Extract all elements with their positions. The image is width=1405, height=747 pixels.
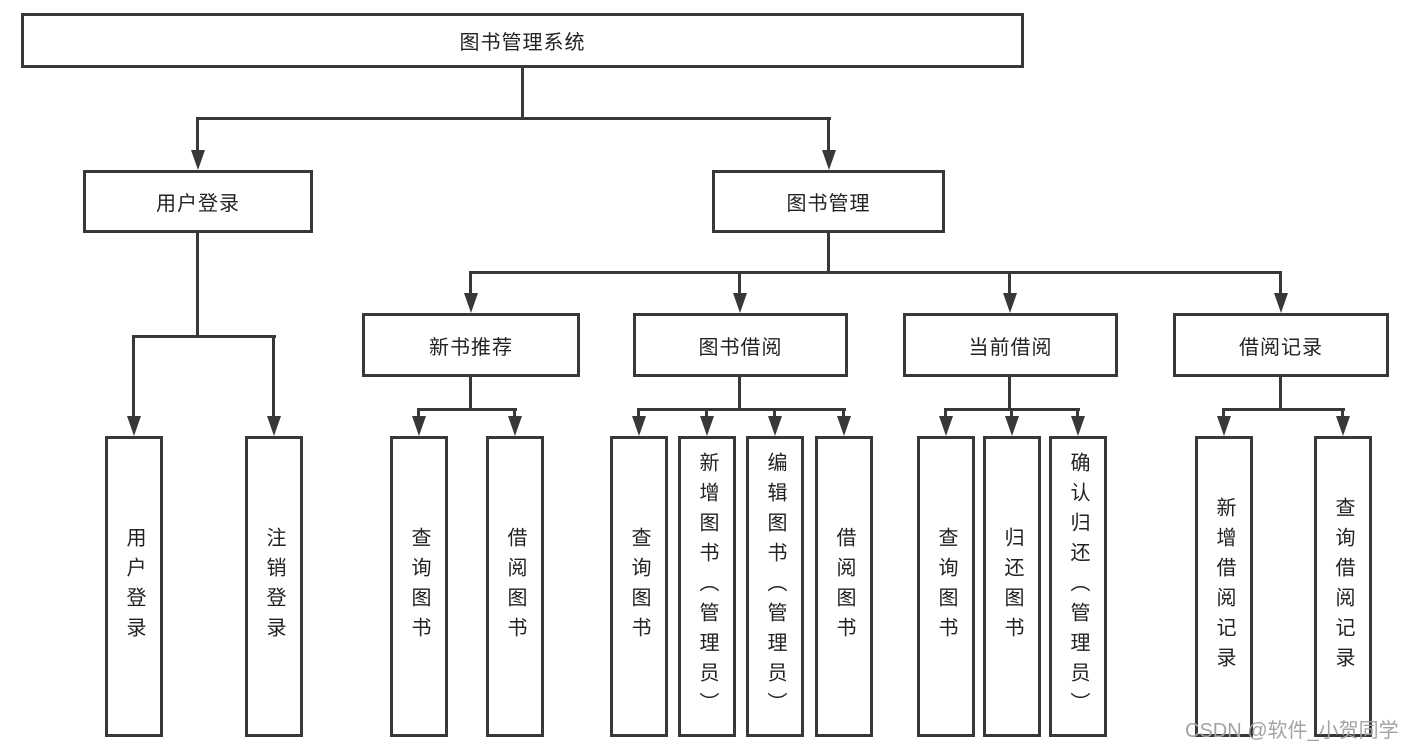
connector-line-v	[469, 377, 472, 410]
connector-line-v	[1279, 271, 1282, 296]
node-label: 借阅图书	[504, 526, 526, 647]
node-logout: 注销登录	[245, 436, 303, 737]
connector-line-v	[1222, 408, 1225, 418]
node-label: 当前借阅	[968, 336, 1053, 359]
connector-line-h	[637, 408, 846, 411]
connector-line-v	[417, 408, 420, 418]
node-query-books-borrow: 查询图书	[610, 436, 668, 737]
node-label: 用户登录	[123, 526, 145, 647]
node-label: 查询图书	[628, 526, 650, 647]
arrow-down-icon	[1274, 293, 1288, 313]
connector-line-h	[132, 335, 276, 338]
node-label: 查询图书	[408, 526, 430, 647]
connector-line-v	[132, 335, 135, 418]
connector-line-h	[417, 408, 517, 411]
node-new-book-recommendation: 新书推荐	[362, 313, 580, 377]
node-add-book-admin: 新增图书（管理员）	[678, 436, 736, 737]
node-label: 归还图书	[1001, 526, 1023, 647]
node-current-borrowing: 当前借阅	[903, 313, 1118, 377]
connector-line-v	[773, 408, 776, 418]
arrow-down-icon	[191, 150, 205, 170]
node-return-books: 归还图书	[983, 436, 1041, 737]
node-borrow-books-rec: 借阅图书	[486, 436, 544, 737]
arrow-down-icon	[508, 416, 522, 436]
node-label: 用户登录	[156, 193, 240, 215]
arrow-down-icon	[837, 416, 851, 436]
arrow-down-icon	[1003, 293, 1017, 313]
arrow-down-icon	[1071, 416, 1085, 436]
connector-line-v	[469, 271, 472, 296]
node-label: 编辑图书（管理员）	[764, 451, 786, 722]
node-label: 图书管理系统	[459, 32, 586, 54]
node-library-management-system: 图书管理系统	[21, 13, 1024, 68]
node-borrowing-records: 借阅记录	[1173, 313, 1389, 377]
watermark: CSDN @软件_小贺同学	[1185, 720, 1399, 742]
connector-line-v	[272, 335, 275, 418]
node-query-books-current: 查询图书	[917, 436, 975, 737]
connector-line-v	[196, 117, 199, 153]
arrow-down-icon	[412, 416, 426, 436]
node-edit-book-admin: 编辑图书（管理员）	[746, 436, 804, 737]
connector-line-v	[1279, 377, 1282, 410]
node-label: 图书借阅	[698, 336, 783, 359]
arrow-down-icon	[632, 416, 646, 436]
connector-line-v	[944, 408, 947, 418]
arrow-down-icon	[267, 416, 281, 436]
node-label: 注销登录	[263, 526, 285, 647]
node-label: 新书推荐	[429, 336, 513, 359]
node-borrow-books: 借阅图书	[815, 436, 873, 737]
connector-line-h	[469, 271, 1282, 274]
connector-line-h	[196, 117, 831, 120]
connector-line-v	[1010, 408, 1013, 418]
node-confirm-return-admin: 确认归还（管理员）	[1049, 436, 1107, 737]
connector-line-v	[1008, 271, 1011, 296]
connector-line-v	[1076, 408, 1079, 418]
arrow-down-icon	[822, 150, 836, 170]
arrow-down-icon	[768, 416, 782, 436]
node-label: 新增借阅记录	[1213, 496, 1235, 677]
node-label: 图书管理	[786, 193, 871, 215]
connector-line-v	[738, 377, 741, 410]
connector-line-v	[705, 408, 708, 418]
connector-line-v	[1341, 408, 1344, 418]
arrow-down-icon	[464, 293, 478, 313]
connector-line-v	[637, 408, 640, 418]
node-label: 新增图书（管理员）	[696, 451, 718, 722]
connector-line-v	[521, 68, 524, 120]
arrow-down-icon	[127, 416, 141, 436]
node-user-login-leaf: 用户登录	[105, 436, 163, 737]
node-book-management: 图书管理	[712, 170, 945, 233]
node-label: 借阅记录	[1239, 336, 1323, 359]
arrow-down-icon	[1005, 416, 1019, 436]
connector-line-v	[513, 408, 516, 418]
connector-line-v	[842, 408, 845, 418]
arrow-down-icon	[733, 293, 747, 313]
connector-line-h	[1222, 408, 1345, 411]
node-label: 查询图书	[935, 526, 957, 647]
connector-line-v	[827, 117, 830, 153]
node-book-borrowing: 图书借阅	[633, 313, 848, 377]
node-label: 确认归还（管理员）	[1067, 451, 1089, 722]
node-query-books-rec: 查询图书	[390, 436, 448, 737]
node-label: 借阅图书	[833, 526, 855, 647]
arrow-down-icon	[700, 416, 714, 436]
node-user-login: 用户登录	[83, 170, 313, 233]
node-label: 查询借阅记录	[1332, 496, 1354, 677]
arrow-down-icon	[939, 416, 953, 436]
arrow-down-icon	[1217, 416, 1231, 436]
connector-line-v	[738, 271, 741, 296]
node-add-borrow-record: 新增借阅记录	[1195, 436, 1253, 737]
connector-line-v	[196, 233, 199, 337]
arrow-down-icon	[1336, 416, 1350, 436]
connector-line-v	[827, 233, 830, 273]
connector-line-v	[1008, 377, 1011, 410]
node-query-borrow-record: 查询借阅记录	[1314, 436, 1372, 737]
